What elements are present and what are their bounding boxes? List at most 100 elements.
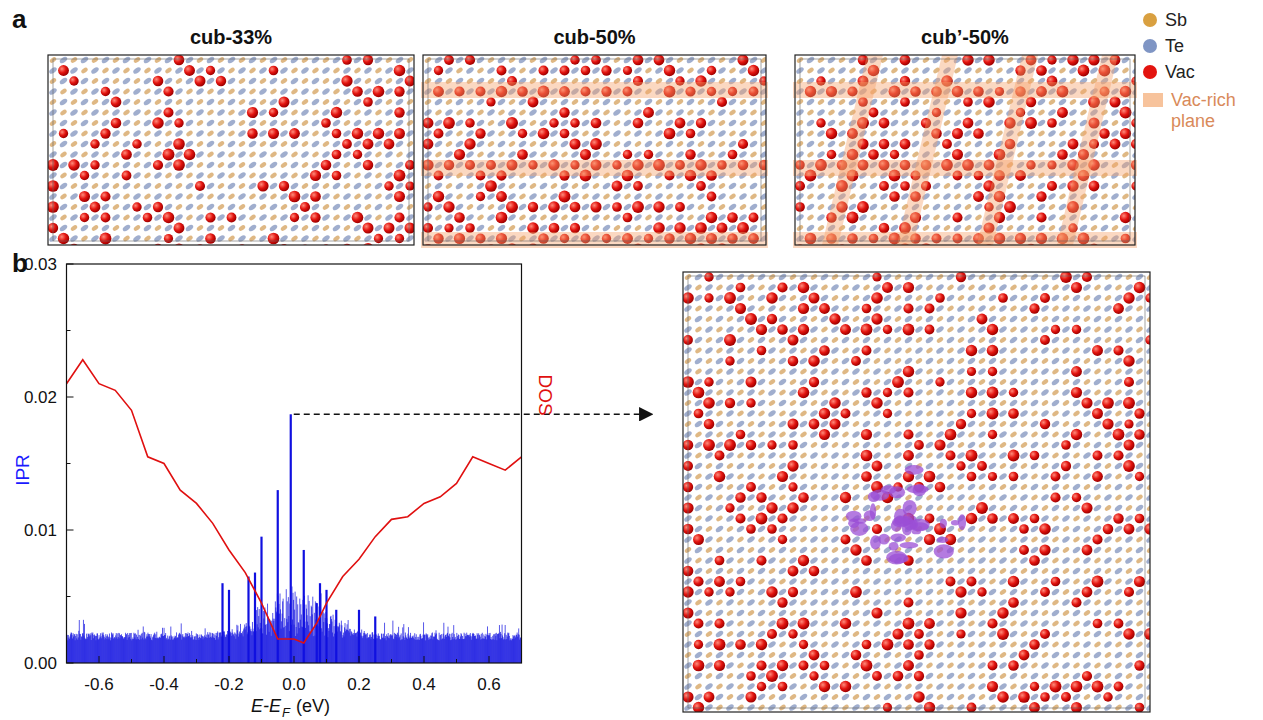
te-atom — [539, 182, 549, 191]
te-atom — [122, 119, 132, 128]
sb-atom — [901, 119, 909, 127]
te-atom — [528, 108, 538, 117]
sb-atom — [922, 56, 930, 64]
cell-outline — [795, 55, 1135, 245]
te-atom — [799, 294, 809, 303]
sb-atom — [70, 119, 78, 127]
te-atom — [216, 87, 226, 96]
vacancy-sphere — [643, 107, 654, 118]
te-atom — [384, 213, 394, 222]
vacancy-sphere — [310, 191, 321, 202]
sb-atom — [143, 193, 151, 201]
te-atom — [206, 98, 216, 107]
te-atom — [995, 119, 1005, 128]
sb-atom — [248, 67, 256, 75]
te-atom — [111, 66, 121, 75]
te-atom — [644, 119, 654, 128]
te-atom — [704, 304, 714, 313]
vacancy-sphere — [101, 213, 111, 223]
te-atom — [728, 56, 738, 65]
sb-atom — [455, 130, 463, 138]
te-atom — [59, 182, 69, 191]
sb-atom — [623, 193, 631, 201]
sb-atom — [817, 224, 825, 232]
sb-atom — [718, 119, 726, 127]
sb-atom — [1027, 203, 1035, 211]
sb-atom — [311, 88, 319, 96]
sb-atom — [238, 140, 246, 148]
te-atom — [665, 203, 675, 212]
vacancy-sphere — [434, 129, 444, 139]
te-atom — [665, 119, 675, 128]
sb-atom — [196, 56, 204, 64]
sb-atom — [122, 88, 130, 96]
te-atom — [759, 129, 766, 138]
te-atom — [300, 192, 310, 201]
sb-atom — [196, 140, 204, 148]
te-atom — [227, 119, 237, 128]
sb-atom — [122, 193, 130, 201]
te-atom — [195, 192, 205, 201]
te-atom — [644, 56, 654, 65]
te-atom — [353, 77, 363, 86]
sb-atom — [185, 214, 193, 222]
te-atom — [806, 119, 816, 128]
te-atom — [623, 98, 633, 107]
sb-atom — [697, 140, 705, 148]
vacancy-sphere — [612, 181, 623, 192]
sb-atom — [269, 193, 277, 201]
vacancy-sphere — [900, 55, 911, 65]
te-atom — [738, 192, 748, 201]
te-atom — [862, 294, 872, 303]
te-atom — [759, 213, 766, 222]
te-atom — [715, 294, 725, 303]
te-atom — [911, 98, 921, 107]
sb-atom — [101, 67, 109, 75]
sb-atom — [922, 98, 930, 106]
te-atom — [311, 182, 321, 191]
vacancy-sphere — [184, 149, 196, 161]
vacancy-sphere — [121, 149, 132, 160]
sb-atom — [238, 224, 246, 232]
vacancy-sphere — [591, 55, 601, 65]
te-atom — [174, 192, 184, 201]
sb-atom — [817, 56, 825, 64]
sb-atom — [806, 214, 814, 222]
te-atom — [153, 66, 163, 75]
te-atom — [644, 224, 654, 233]
sb-atom — [59, 172, 67, 180]
te-atom — [879, 213, 889, 222]
te-atom — [869, 119, 879, 128]
sb-atom — [455, 67, 463, 75]
te-atom — [132, 213, 142, 222]
te-atom — [612, 108, 622, 117]
te-atom — [269, 140, 279, 149]
te-atom — [321, 171, 331, 180]
sb-atom — [238, 77, 246, 85]
te-atom — [374, 224, 384, 233]
te-atom — [974, 140, 984, 149]
vacancy-sphere — [257, 180, 268, 191]
te-atom — [185, 203, 195, 212]
te-atom — [80, 56, 90, 65]
te-atom — [507, 129, 517, 138]
te-atom — [749, 98, 759, 107]
te-atom — [1110, 108, 1120, 117]
sb-atom — [1100, 193, 1108, 201]
sb-atom — [112, 224, 120, 232]
te-atom — [185, 77, 195, 86]
te-atom — [738, 150, 748, 159]
te-atom — [311, 224, 321, 233]
cell-frame — [795, 55, 1135, 245]
te-atom — [974, 56, 984, 65]
te-atom — [984, 66, 994, 75]
sb-atom — [248, 172, 256, 180]
te-atom — [290, 77, 300, 86]
te-atom — [633, 108, 643, 117]
sb-atom — [1048, 203, 1056, 211]
te-atom — [848, 56, 858, 65]
te-atom — [321, 129, 331, 138]
sb-atom — [592, 182, 600, 190]
vacancy-sphere — [664, 65, 675, 76]
sb-atom — [890, 130, 898, 138]
